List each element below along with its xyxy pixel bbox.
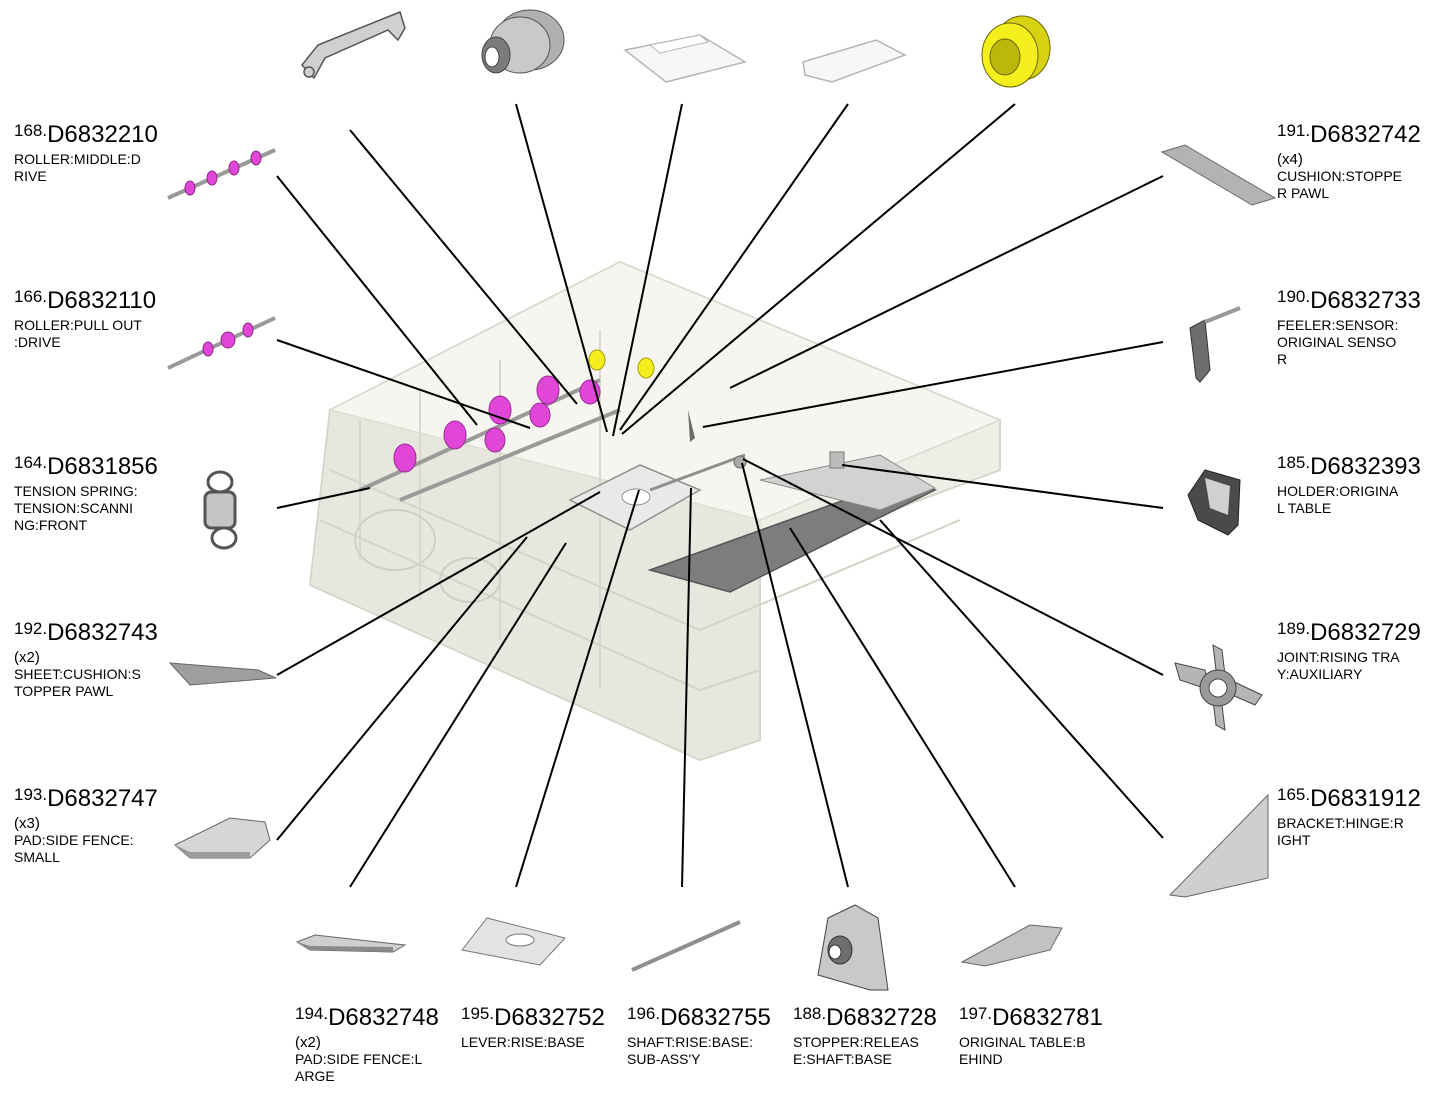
callout-194: 194.D6832748 (x2) PAD:SIDE FENCE:L ARGE: [295, 1004, 455, 1085]
callout-166: 166.D6832110 ROLLER:PULL OUT :DRIVE: [14, 287, 179, 351]
part-pad-large: [295, 934, 407, 953]
part-cushion-stopper-pawl: [1160, 144, 1277, 206]
item-number: 195.: [461, 1004, 495, 1023]
part-bracket-hinge-right: [1168, 793, 1269, 898]
callout-193: 193.D6832747 (x3) PAD:SIDE FENCE: SMALL: [14, 785, 179, 866]
part-number: D6832752: [494, 1004, 605, 1031]
callout-168: 168.D6832210 ROLLER:MIDDLE:D RIVE: [14, 121, 179, 185]
part-number: D6832733: [1310, 287, 1421, 314]
part-number: D6831912: [1310, 785, 1421, 812]
item-number: 188.: [793, 1004, 827, 1023]
callout-190: 190.D6832733 FEELER:SENSOR: ORIGINAL SEN…: [1277, 287, 1427, 368]
part-description: PAD:SIDE FENCE: SMALL: [14, 832, 134, 865]
part-sheet-notched: [623, 34, 747, 83]
part-number: D6832210: [47, 121, 158, 148]
part-sheet-flat: [802, 39, 907, 83]
item-number: 164.: [14, 453, 48, 472]
callout-195: 195.D6832752 LEVER:RISE:BASE: [461, 1004, 621, 1051]
part-number: D6832110: [47, 287, 157, 314]
part-shaft-rise: [631, 920, 741, 972]
part-quantity: (x4): [1277, 151, 1303, 168]
part-number: D6832781: [992, 1004, 1103, 1031]
part-original-table-behind: [960, 924, 1063, 967]
part-description: SHEET:CUSHION:S TOPPER PAWL: [14, 666, 141, 699]
part-quantity: (x2): [14, 649, 40, 666]
part-description: ORIGINAL TABLE:B EHIND: [959, 1034, 1086, 1067]
callout-165: 165.D6831912 BRACKET:HINGE:R IGHT: [1277, 785, 1427, 849]
part-holder-original-table: [1187, 469, 1241, 536]
item-number: 185.: [1277, 453, 1311, 472]
item-number: 191.: [1277, 121, 1311, 140]
item-number: 165.: [1277, 785, 1311, 804]
item-number: 196.: [627, 1004, 661, 1023]
part-tension-spring: [203, 470, 238, 550]
part-description: JOINT:RISING TRA Y:AUXILIARY: [1277, 649, 1400, 682]
part-description: BRACKET:HINGE:R IGHT: [1277, 815, 1404, 848]
part-description: SHAFT:RISE:BASE: SUB-ASS'Y: [627, 1034, 754, 1067]
item-number: 192.: [14, 619, 48, 638]
item-number: 189.: [1277, 619, 1311, 638]
part-quantity: (x3): [14, 815, 40, 832]
leader-lines: [276, 103, 1164, 888]
part-description: ROLLER:PULL OUT :DRIVE: [14, 317, 142, 350]
part-roller-middle-drive: [167, 148, 276, 200]
callout-192: 192.D6832743 (x2) SHEET:CUSHION:S TOPPER…: [14, 619, 179, 700]
part-description: HOLDER:ORIGINA L TABLE: [1277, 483, 1399, 516]
part-number: D6832393: [1310, 453, 1421, 480]
part-joint-rising-tray: [1174, 644, 1263, 731]
part-pad-small: [174, 817, 271, 859]
part-stopper-release: [817, 904, 889, 991]
part-number: D6832729: [1310, 619, 1421, 646]
part-roller-pull-out: [167, 316, 276, 370]
part-feeler-sensor: [1189, 306, 1241, 383]
callout-188: 188.D6832728 STOPPER:RELEAS E:SHAFT:BASE: [793, 1004, 953, 1068]
item-number: 193.: [14, 785, 48, 804]
part-number: D6831856: [47, 453, 158, 480]
part-number: D6832743: [47, 619, 158, 646]
part-quantity: (x2): [295, 1034, 321, 1051]
part-description: TENSION SPRING: TENSION:SCANNI NG:FRONT: [14, 483, 138, 533]
main-assembly: [308, 260, 1002, 762]
part-number: D6832742: [1310, 121, 1421, 148]
part-number: D6832747: [47, 785, 158, 812]
item-number: 190.: [1277, 287, 1311, 306]
item-number: 197.: [959, 1004, 993, 1023]
part-number: D6832755: [660, 1004, 771, 1031]
part-description: PAD:SIDE FENCE:L ARGE: [295, 1051, 423, 1084]
part-gear-grey: [481, 9, 565, 74]
part-description: LEVER:RISE:BASE: [461, 1034, 585, 1050]
part-description: STOPPER:RELEAS E:SHAFT:BASE: [793, 1034, 919, 1067]
callout-196: 196.D6832755 SHAFT:RISE:BASE: SUB-ASS'Y: [627, 1004, 787, 1068]
part-lever-rise-base: [461, 917, 566, 966]
part-description: ROLLER:MIDDLE:D RIVE: [14, 151, 141, 184]
part-description: FEELER:SENSOR: ORIGINAL SENSO R: [1277, 317, 1399, 367]
callout-189: 189.D6832729 JOINT:RISING TRA Y:AUXILIAR…: [1277, 619, 1427, 683]
callout-191: 191.D6832742 (x4) CUSHION:STOPPE R PAWL: [1277, 121, 1427, 202]
item-number: 166.: [14, 287, 48, 306]
item-number: 168.: [14, 121, 48, 140]
part-sheet-cushion: [168, 662, 277, 686]
callout-164: 164.D6831856 TENSION SPRING: TENSION:SCA…: [14, 453, 179, 534]
part-bracket-top: [301, 11, 406, 80]
callout-185: 185.D6832393 HOLDER:ORIGINA L TABLE: [1277, 453, 1427, 517]
part-number: D6832728: [826, 1004, 937, 1031]
item-number: 194.: [295, 1004, 329, 1023]
part-gear-yellow: [981, 15, 1051, 88]
part-number: D6832748: [328, 1004, 439, 1031]
callout-197: 197.D6832781 ORIGINAL TABLE:B EHIND: [959, 1004, 1119, 1068]
part-description: CUSHION:STOPPE R PAWL: [1277, 168, 1402, 201]
